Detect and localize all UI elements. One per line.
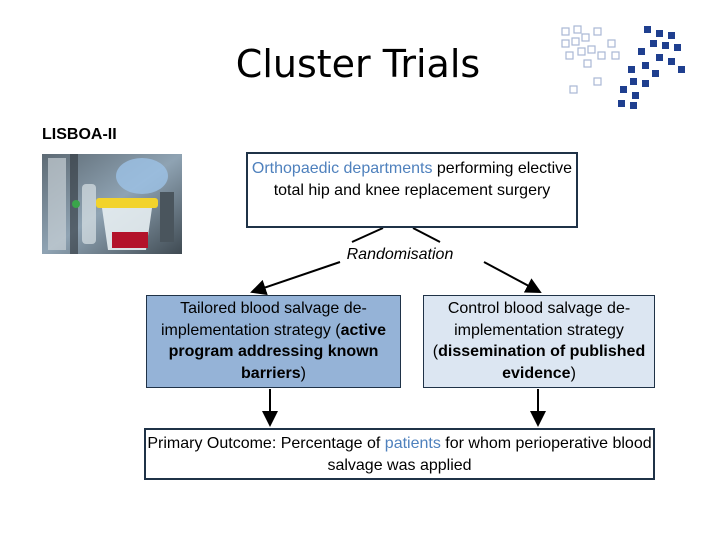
logo-square [656, 54, 663, 61]
intervention-arm-box: Tailored blood salvage de-implementation… [146, 295, 401, 388]
population-box: Orthopaedic departments performing elect… [246, 152, 578, 228]
outcome-text: Primary Outcome: Percentage of [147, 435, 385, 452]
control-arm-box: Control blood salvage de-implementation … [423, 295, 655, 388]
logo-square [674, 44, 681, 51]
logo-square [638, 48, 645, 55]
control-close: ) [570, 364, 576, 382]
logo-square [573, 25, 582, 34]
logo-square [668, 32, 675, 39]
arrow-to-left-arm [250, 261, 341, 296]
logo-square [632, 92, 639, 99]
intervention-close: ) [300, 364, 306, 382]
slide-title: Cluster Trials [235, 42, 481, 86]
logo-square [652, 70, 659, 77]
arrow-to-right-arm [483, 261, 542, 293]
logo-square [642, 62, 649, 69]
logo-square [593, 27, 602, 36]
outcome-text-end: for whom perioperative blood salvage was… [327, 435, 652, 474]
intervention-text: Tailored blood salvage de-implementation… [160, 300, 367, 339]
intervention-bold: active program addressing known barriers [168, 321, 386, 382]
blood-salvage-device-photo-icon [42, 154, 182, 254]
population-highlight: Orthopaedic departments [251, 160, 433, 177]
control-text: Control blood salvage de-implementation … [432, 300, 631, 360]
logo-square [618, 100, 625, 107]
logo-square [678, 66, 685, 73]
logo-square [565, 51, 574, 60]
logo-square [611, 51, 620, 60]
logo-square [571, 37, 580, 46]
logo-square [607, 39, 616, 48]
logo-square [597, 51, 606, 60]
logo-square [583, 59, 592, 68]
logo-square [630, 102, 637, 109]
population-text: performing elective total hip and knee r… [273, 160, 573, 199]
logo-square [656, 30, 663, 37]
logo-square [561, 27, 570, 36]
randomisation-label: Randomisation [346, 246, 454, 263]
logo-square [668, 58, 675, 65]
logo-square [577, 47, 586, 56]
logo-square [587, 45, 596, 54]
connector-top-right [412, 227, 441, 243]
logo-square [593, 77, 602, 86]
outcome-highlight: patients [384, 435, 441, 452]
logo-square [662, 42, 669, 49]
logo-square [644, 26, 651, 33]
logo-square [581, 33, 590, 42]
pixel-grid-logo-icon [561, 25, 685, 109]
logo-square [628, 66, 635, 73]
control-bold: dissemination of published evidence [438, 343, 646, 382]
connector-top-left [351, 227, 384, 243]
logo-square [561, 39, 570, 48]
primary-outcome-box: Primary Outcome: Percentage of patients … [144, 428, 655, 480]
logo-square [569, 85, 578, 94]
logo-square [620, 86, 627, 93]
study-name: LISBOA-II [42, 126, 117, 143]
logo-square [650, 40, 657, 47]
logo-square [630, 78, 637, 85]
logo-square [642, 80, 649, 87]
